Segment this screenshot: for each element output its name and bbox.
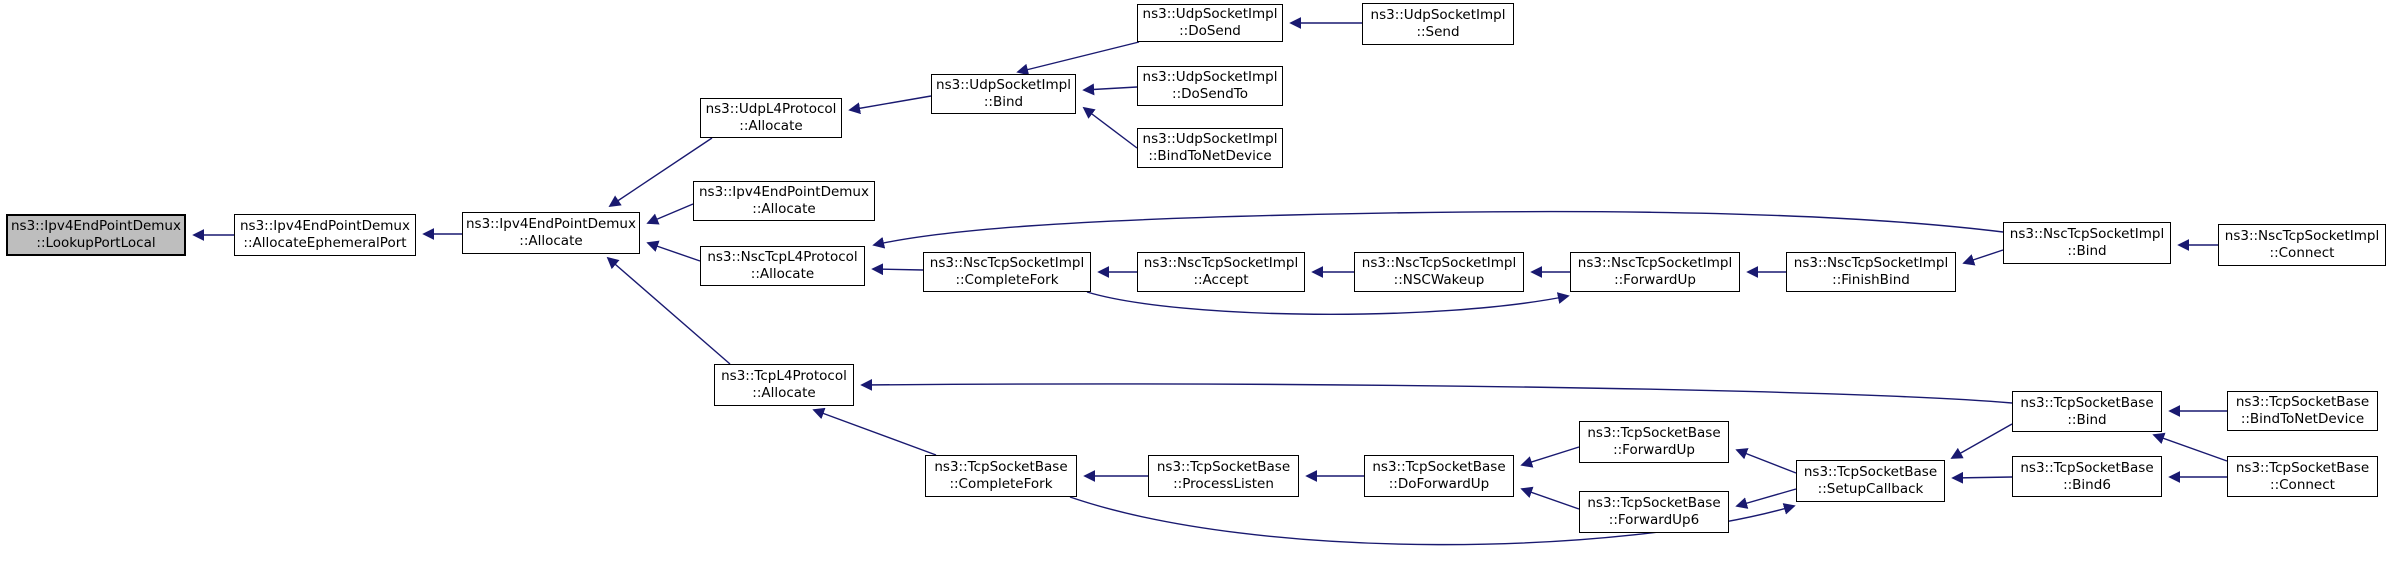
node-label-method: ::NSCWakeup (1393, 272, 1485, 288)
node-label-method: ::Allocate (752, 385, 816, 401)
node-tcp-bind6[interactable]: ns3::TcpSocketBase ::Bind6 (2012, 456, 2162, 497)
node-label-class: ns3::TcpSocketBase (1803, 464, 1938, 480)
node-label-method: ::BindToNetDevice (1148, 148, 1272, 164)
node-label-method: ::ForwardUp (1613, 442, 1695, 458)
node-nsc-wakeup[interactable]: ns3::NscTcpSocketImpl ::NSCWakeup (1354, 252, 1524, 292)
node-label-method: ::Connect (2270, 476, 2335, 493)
node-label-class: ns3::TcpSocketBase (2235, 394, 2370, 410)
node-label-class: ns3::Ipv4EndPointDemux (11, 218, 181, 234)
node-nsc-finish-bind[interactable]: ns3::NscTcpSocketImpl ::FinishBind (1786, 252, 1956, 292)
node-tcp-do-forward-up[interactable]: ns3::TcpSocketBase ::DoForwardUp (1364, 455, 1514, 497)
node-label-class: ns3::UdpL4Protocol (705, 101, 837, 117)
node-ipv4-allocate[interactable]: ns3::Ipv4EndPointDemux ::Allocate (462, 212, 640, 254)
node-udp-do-send[interactable]: ns3::UdpSocketImpl ::DoSend (1137, 4, 1283, 42)
node-label-class: ns3::NscTcpSocketImpl (929, 255, 1085, 271)
node-label-method: ::Allocate (752, 201, 816, 217)
node-lookup-port-local: ns3::Ipv4EndPointDemux ::LookupPortLocal (6, 214, 186, 256)
node-label-class: ns3::UdpSocketImpl (936, 77, 1071, 93)
node-nsctcp-l4-allocate[interactable]: ns3::NscTcpL4Protocol ::Allocate (700, 246, 865, 286)
node-label-method: ::DoForwardUp (1388, 476, 1490, 492)
node-allocate-ephemeral-port[interactable]: ns3::Ipv4EndPointDemux ::AllocateEphemer… (234, 214, 416, 256)
node-nsc-complete-fork[interactable]: ns3::NscTcpSocketImpl ::CompleteFork (923, 252, 1091, 292)
node-label-class: ns3::NscTcpSocketImpl (1793, 255, 1949, 271)
node-nsc-forward-up[interactable]: ns3::NscTcpSocketImpl ::ForwardUp (1570, 252, 1740, 292)
node-label-class: ns3::TcpSocketBase (1587, 495, 1721, 511)
node-label-method: ::Send (1416, 24, 1460, 40)
node-label-class: ns3::NscTcpSocketImpl (2009, 226, 2165, 242)
node-label-class: ns3::UdpSocketImpl (1370, 7, 1506, 23)
node-nsc-accept[interactable]: ns3::NscTcpSocketImpl ::Accept (1137, 252, 1305, 292)
node-label-class: ns3::TcpSocketBase (1587, 425, 1721, 441)
node-tcp-connect[interactable]: ns3::TcpSocketBase ::Connect (2227, 456, 2378, 497)
node-label-method: ::FinishBind (1832, 272, 1910, 288)
node-label-class: ns3::NscTcpSocketImpl (1361, 255, 1517, 271)
node-label-class: ns3::NscTcpSocketImpl (1577, 255, 1733, 271)
node-label-method: ::CompleteFork (955, 272, 1059, 288)
node-label-class: ns3::TcpSocketBase (1156, 459, 1291, 475)
node-label-class: ns3::UdpSocketImpl (1142, 131, 1278, 147)
node-label-method: ::CompleteFork (949, 476, 1053, 492)
node-label-class: ns3::UdpSocketImpl (1142, 69, 1278, 85)
node-label-method: ::Allocate (750, 266, 815, 282)
node-udp-send[interactable]: ns3::UdpSocketImpl ::Send (1362, 3, 1514, 45)
node-label-class: ns3::TcpSocketBase (2020, 459, 2154, 476)
node-label-class: ns3::TcpSocketBase (1372, 459, 1506, 475)
node-label-method: ::LookupPortLocal (36, 235, 156, 251)
node-label-class: ns3::Ipv4EndPointDemux (240, 218, 410, 234)
node-label-class: ns3::UdpSocketImpl (1142, 6, 1278, 22)
node-tcp-setup-callback[interactable]: ns3::TcpSocketBase ::SetupCallback (1796, 460, 1945, 502)
node-udp-l4-allocate[interactable]: ns3::UdpL4Protocol ::Allocate (700, 98, 842, 138)
node-tcp-bind[interactable]: ns3::TcpSocketBase ::Bind (2012, 391, 2162, 432)
node-label-class: ns3::TcpSocketBase (2020, 394, 2154, 411)
node-udp-do-send-to[interactable]: ns3::UdpSocketImpl ::DoSendTo (1137, 66, 1283, 106)
node-label-method: ::Connect (2269, 245, 2335, 261)
node-label-method: ::DoSendTo (1172, 86, 1248, 102)
node-label-class: ns3::NscTcpSocketImpl (2224, 228, 2380, 244)
node-tcp-process-listen[interactable]: ns3::TcpSocketBase ::ProcessListen (1148, 455, 1299, 497)
node-label-method: ::ProcessListen (1173, 476, 1274, 492)
node-udp-bind-to-net-device[interactable]: ns3::UdpSocketImpl ::BindToNetDevice (1137, 128, 1283, 168)
node-label-method: ::BindToNetDevice (2240, 411, 2365, 427)
node-label-class: ns3::TcpSocketBase (934, 459, 1068, 475)
node-label-class: ns3::Ipv4EndPointDemux (466, 216, 636, 232)
node-ipv4-allocate-2[interactable]: ns3::Ipv4EndPointDemux ::Allocate (693, 181, 875, 221)
node-label-method: ::Bind (2067, 243, 2107, 259)
node-label-method: ::Accept (1193, 272, 1249, 288)
node-label-method: ::Bind (983, 94, 1024, 110)
node-label-class: ns3::Ipv4EndPointDemux (699, 184, 869, 200)
node-label-method: ::AllocateEphemeralPort (243, 235, 407, 251)
node-label-method: ::Bind6 (2063, 476, 2111, 493)
node-label-method: ::SetupCallback (1817, 481, 1924, 497)
node-label-method: ::ForwardUp (1614, 272, 1696, 288)
node-nsc-bind[interactable]: ns3::NscTcpSocketImpl ::Bind (2003, 222, 2171, 264)
node-tcp-bind-to-net-device[interactable]: ns3::TcpSocketBase ::BindToNetDevice (2227, 391, 2378, 431)
node-label-class: ns3::NscTcpSocketImpl (1143, 255, 1299, 271)
node-label-class: ns3::TcpSocketBase (2235, 459, 2370, 476)
node-udp-bind[interactable]: ns3::UdpSocketImpl ::Bind (931, 74, 1076, 114)
node-tcp-forward-up6[interactable]: ns3::TcpSocketBase ::ForwardUp6 (1579, 491, 1729, 533)
node-nsc-connect[interactable]: ns3::NscTcpSocketImpl ::Connect (2218, 224, 2386, 266)
node-label-class: ns3::NscTcpL4Protocol (707, 249, 858, 265)
node-label-method: ::ForwardUp6 (1608, 512, 1700, 528)
node-tcp-l4-allocate[interactable]: ns3::TcpL4Protocol ::Allocate (714, 364, 854, 406)
node-label-method: ::DoSend (1179, 23, 1241, 39)
node-label-method: ::Bind (2067, 411, 2107, 428)
node-label-method: ::Allocate (739, 118, 803, 134)
node-label-method: ::Allocate (519, 233, 583, 249)
node-tcp-forward-up[interactable]: ns3::TcpSocketBase ::ForwardUp (1579, 421, 1729, 463)
node-tcp-complete-fork[interactable]: ns3::TcpSocketBase ::CompleteFork (925, 455, 1077, 497)
node-label-class: ns3::TcpL4Protocol (721, 368, 847, 384)
